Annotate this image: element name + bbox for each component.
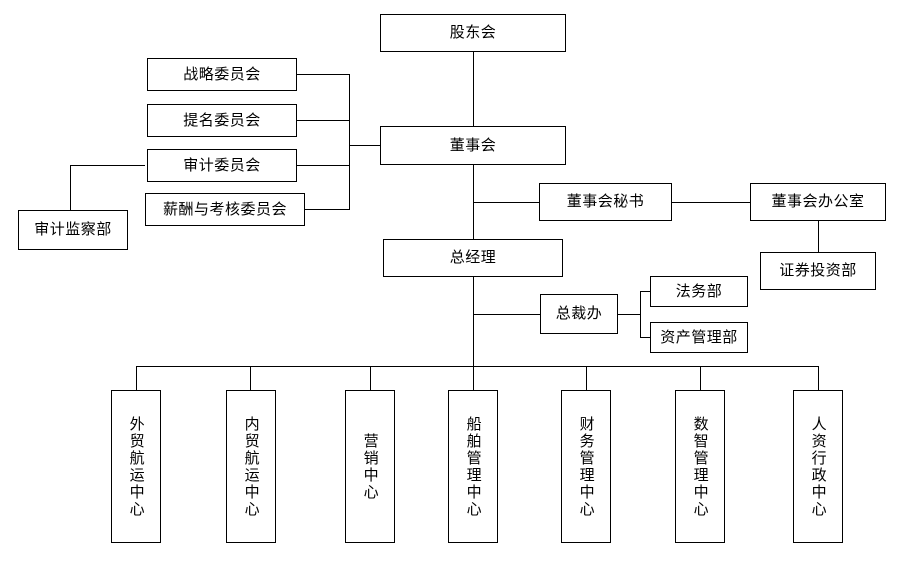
connector-division-drop-1 [136,366,137,390]
node-shareholders-meeting[interactable]: 股东会 [380,14,566,52]
connector-division-drop-5 [586,366,587,390]
connector-compensation-committee-stub [305,209,350,210]
connector-division-drop-2 [250,366,251,390]
node-finance-management-center[interactable]: 财务管理中心 [561,390,611,543]
connector-gm-to-president-office [473,314,541,315]
node-board-secretary[interactable]: 董事会秘书 [539,183,672,221]
node-compensation-committee[interactable]: 薪酬与考核委员会 [145,193,305,226]
node-asset-management-dept[interactable]: 资产管理部 [650,322,748,353]
node-general-manager[interactable]: 总经理 [383,239,563,277]
connector-division-drop-3 [370,366,371,390]
connector-board-office-to-securities [818,221,819,252]
connector-board-to-secretary [473,202,540,203]
connector-to-asset-management-dept [640,337,650,338]
node-nomination-committee[interactable]: 提名委员会 [147,104,297,137]
node-securities-investment-dept[interactable]: 证券投资部 [760,252,876,290]
node-hr-administration-center[interactable]: 人资行政中心 [793,390,843,543]
connector-division-drop-7 [818,366,819,390]
connector-audit-to-supervision-drop [70,165,71,210]
connector-president-office-sub-bus [640,291,641,338]
node-ship-management-center[interactable]: 船舶管理中心 [448,390,498,543]
node-board-of-directors[interactable]: 董事会 [380,126,566,165]
connector-gm-to-division-bus [473,277,474,366]
node-marketing-center[interactable]: 营销中心 [345,390,395,543]
node-board-office[interactable]: 董事会办公室 [750,183,886,221]
node-legal-dept[interactable]: 法务部 [650,276,748,307]
connector-president-office-right-stub [617,314,641,315]
connector-division-drop-6 [700,366,701,390]
node-domestic-trade-shipping-center[interactable]: 内贸航运中心 [226,390,276,543]
connector-nomination-committee-stub [297,120,350,121]
node-strategy-committee[interactable]: 战略委员会 [147,58,297,91]
connector-shareholders-to-board [473,52,474,126]
connector-audit-committee-left-stub [70,165,145,166]
node-foreign-trade-shipping-center[interactable]: 外贸航运中心 [111,390,161,543]
node-president-office[interactable]: 总裁办 [540,294,618,334]
connector-to-legal-dept [640,291,650,292]
node-audit-supervision-dept[interactable]: 审计监察部 [18,210,128,250]
node-digital-intelligence-management-center[interactable]: 数智管理中心 [675,390,725,543]
connector-strategy-committee-stub [297,74,350,75]
connector-division-drop-4 [473,366,474,390]
connector-secretary-to-board-office [671,202,750,203]
node-audit-committee[interactable]: 审计委员会 [147,149,297,182]
connector-committee-bus [349,74,350,209]
connector-division-bus [136,366,819,367]
connector-audit-committee-stub [297,165,350,166]
